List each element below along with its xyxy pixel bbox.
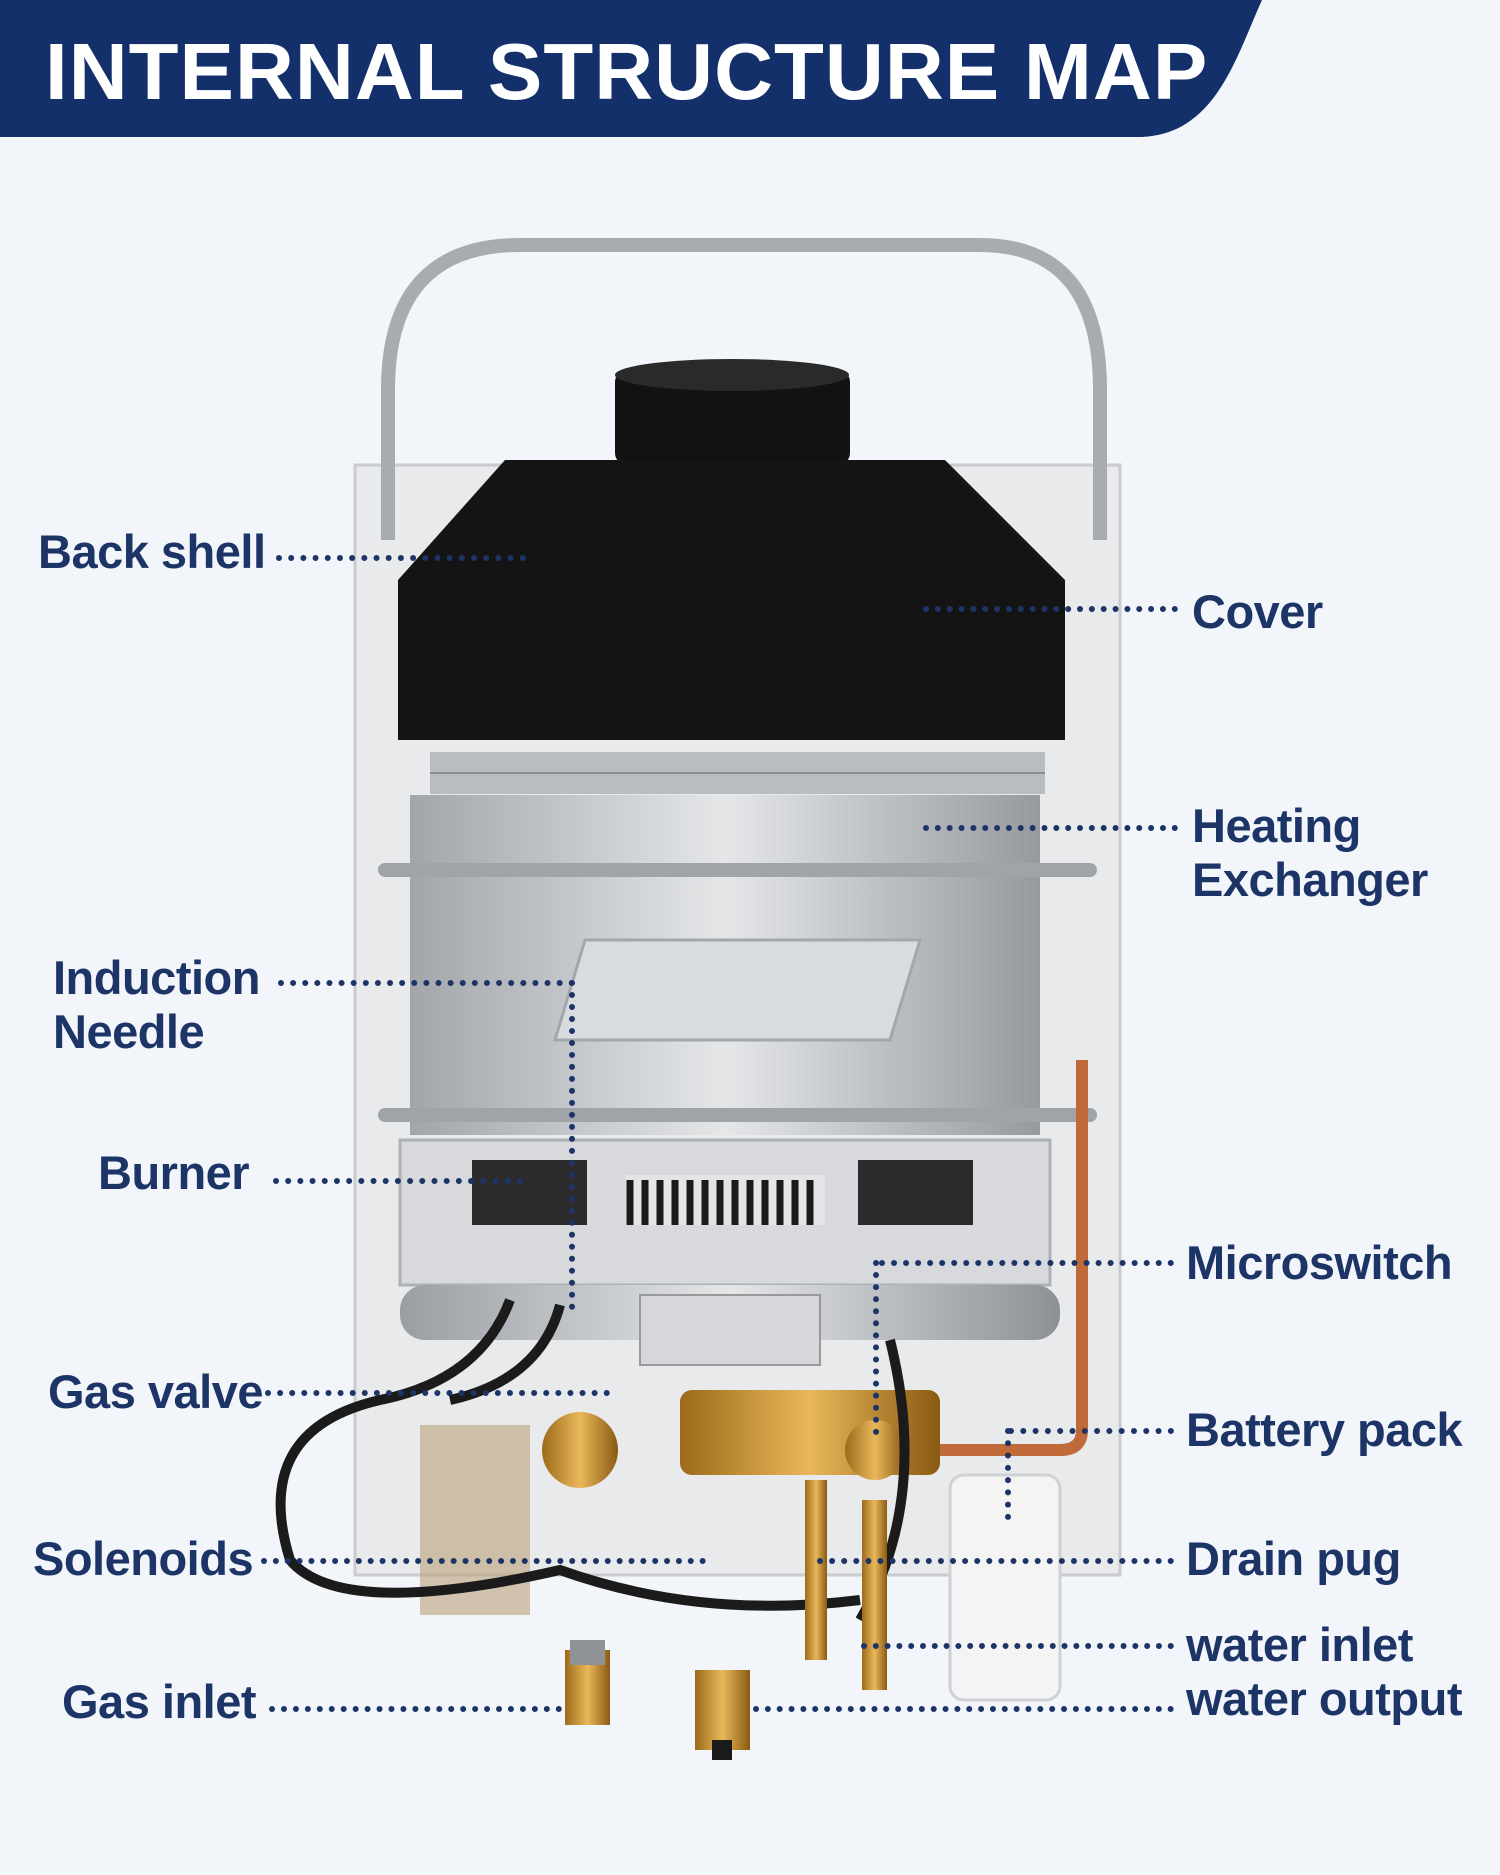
label-heating-exchanger: Heating bbox=[1192, 799, 1361, 852]
water-output-fitting bbox=[695, 1670, 750, 1750]
leader-cover bbox=[923, 606, 1178, 612]
label-microswitch: Microswitch bbox=[1186, 1236, 1453, 1289]
burner-window-right bbox=[858, 1160, 973, 1225]
gas-valve bbox=[542, 1412, 618, 1488]
label-heating-exchanger-line2: Exchanger bbox=[1192, 853, 1428, 906]
page-title: INTERNAL STRUCTURE MAP bbox=[45, 27, 1209, 116]
leader-microswitch-vertical bbox=[873, 1260, 879, 1435]
leader-water-output bbox=[753, 1706, 1174, 1712]
heat-exchanger-panel bbox=[552, 938, 923, 1042]
flue-outlet bbox=[615, 370, 850, 465]
drain-pipe bbox=[805, 1480, 827, 1660]
flue-outlet-rim bbox=[615, 359, 849, 391]
handle bbox=[381, 238, 1107, 540]
leader-induction-needle bbox=[278, 980, 575, 986]
water-output-cap bbox=[712, 1740, 732, 1760]
leader-solenoids bbox=[261, 1558, 706, 1564]
water-inlet-fitting bbox=[862, 1500, 887, 1690]
leader-burner bbox=[273, 1178, 523, 1184]
cover bbox=[398, 460, 1065, 740]
leader-heating-exchanger bbox=[923, 825, 1178, 831]
gas-valve-body bbox=[639, 1294, 821, 1366]
leader-gas-valve bbox=[265, 1390, 610, 1396]
leader-battery-pack bbox=[1008, 1428, 1174, 1434]
label-back-shell: Back shell bbox=[38, 525, 266, 578]
label-burner: Burner bbox=[98, 1146, 250, 1199]
label-gas-valve: Gas valve bbox=[48, 1365, 264, 1418]
label-water-output: water output bbox=[1186, 1672, 1462, 1725]
label-cover: Cover bbox=[1192, 585, 1323, 638]
leader-drain-pug bbox=[817, 1558, 1174, 1564]
leader-back-shell bbox=[276, 555, 526, 561]
burner-window-left bbox=[472, 1160, 587, 1225]
title-banner bbox=[0, 0, 1262, 137]
label-gas-inlet: Gas inlet bbox=[62, 1675, 257, 1728]
leader-induction-needle-vertical bbox=[569, 980, 575, 1310]
water-valve bbox=[845, 1420, 905, 1480]
label-induction-needle-line2: Needle bbox=[53, 1005, 205, 1058]
burner-grille bbox=[626, 1180, 814, 1225]
leader-gas-inlet bbox=[269, 1706, 562, 1712]
label-water-inlet: water inlet bbox=[1186, 1618, 1413, 1671]
label-induction-needle: Induction bbox=[53, 951, 260, 1004]
leader-microswitch bbox=[879, 1260, 1174, 1266]
label-drain-pug: Drain pug bbox=[1186, 1532, 1401, 1585]
gas-inlet-collar bbox=[570, 1640, 605, 1665]
leader-battery-pack-vertical bbox=[1005, 1428, 1011, 1520]
label-solenoids: Solenoids bbox=[33, 1532, 254, 1585]
leader-water-inlet bbox=[861, 1643, 1174, 1649]
label-battery-pack: Battery pack bbox=[1186, 1403, 1463, 1456]
